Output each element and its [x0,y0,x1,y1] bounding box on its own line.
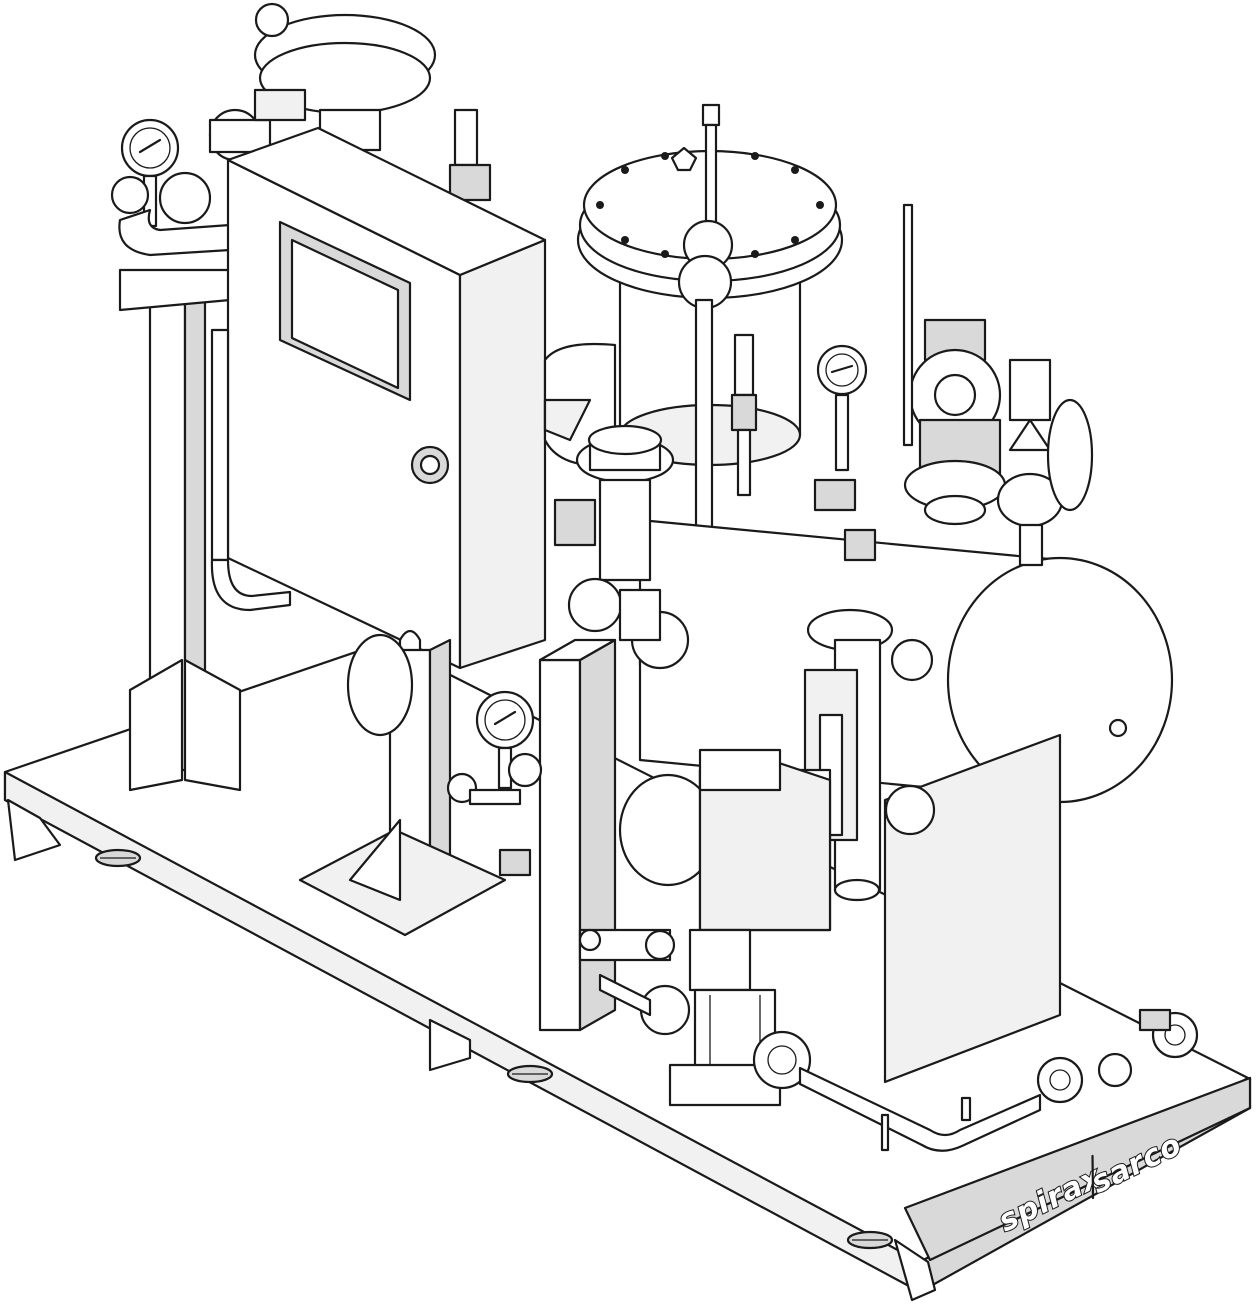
level-sensor [730,333,758,497]
horizontal-vessel-icon [638,518,1174,1084]
safety-valve [996,358,1094,567]
left-support-stand [118,260,252,792]
control-panel-icon [226,126,547,672]
flanged-valve-right [903,318,1007,526]
level-switch [543,398,592,442]
pressure-gauge-icon [816,344,868,472]
hmi-screen [290,238,400,390]
drain-plug [960,1096,972,1122]
top-control-valve [253,2,492,202]
inlet-valve-assembly [110,108,272,257]
pressure-gauge-icon [120,118,180,228]
suction-piping [578,928,676,1017]
front-support-stand [538,638,617,1032]
probe-rod [902,203,914,447]
pressure-gauge-icon [475,690,535,790]
discharge-piping [798,1008,1199,1152]
cable-conduit [210,328,292,612]
expansion-tank [346,633,414,737]
control-valve-icon [553,424,690,670]
vertical-pump-icon [618,748,832,1107]
hand-valve [446,752,543,877]
drain-tube [880,1113,890,1152]
